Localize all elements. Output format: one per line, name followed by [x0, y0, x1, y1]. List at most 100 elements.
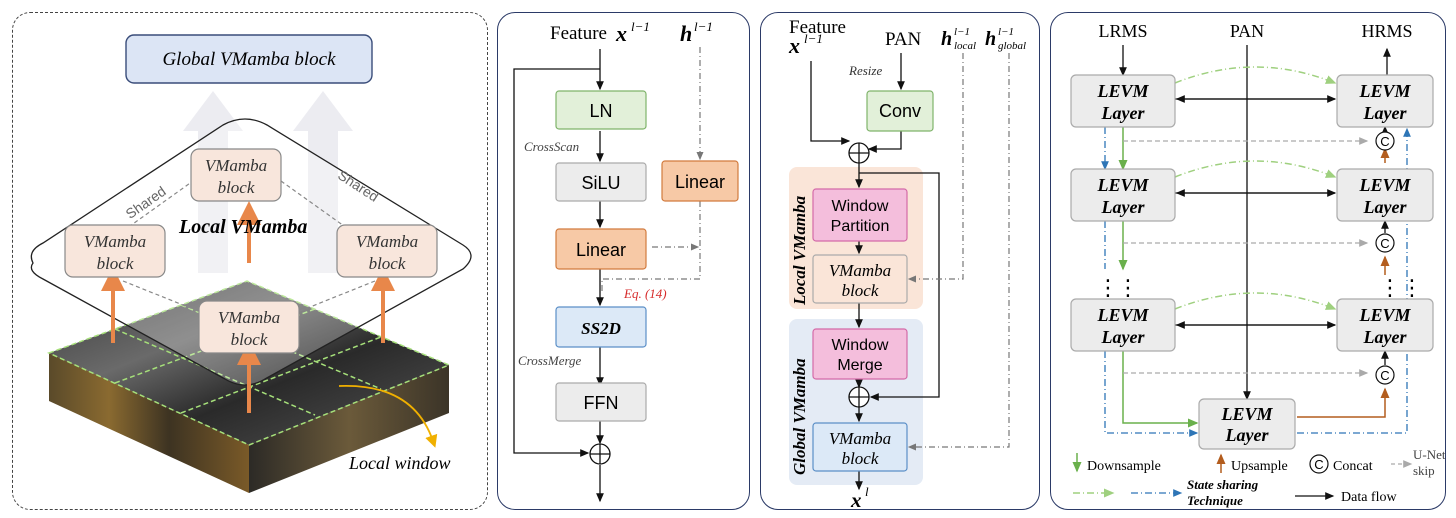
- concat-2: C: [1375, 233, 1395, 253]
- vmamba-right-line2: block: [369, 254, 406, 273]
- h-var: h: [680, 21, 692, 46]
- output-x-sup: l: [865, 484, 869, 499]
- ss2d-label: SS2D: [581, 319, 621, 338]
- levm-dec-1-line1: LEVM: [1358, 81, 1411, 101]
- vmamba-top-line1: VMamba: [205, 156, 267, 175]
- linear-left-box: [555, 228, 647, 270]
- vmamba-top-line2: block: [218, 178, 255, 197]
- local-vmamba-block-detail-panel: Feature x l−1 h l−1 LN CrossScan SiLU: [497, 12, 750, 510]
- legend-unet-2: skip: [1413, 463, 1435, 478]
- local-vmamba-vertical-label: Local VMamba: [790, 195, 809, 306]
- vmamba-left-line1: VMamba: [84, 232, 146, 251]
- ln-box: [555, 90, 647, 130]
- silu-label: SiLU: [581, 173, 620, 193]
- local-vmamba-illustration-panel: Global VMamba block Shared Shared VMamba…: [12, 12, 488, 510]
- local-vmamba-title: Local VMamba: [178, 216, 307, 238]
- dots-2: ⋮: [1117, 275, 1139, 300]
- levm-network-panel: LRMS PAN HRMS: [1050, 12, 1446, 510]
- legend: Downsample Upsample C Concat U-Net skip …: [1072, 447, 1446, 508]
- vmamba-block-right: VMamba block: [336, 224, 438, 278]
- linear-right-label: Linear: [675, 172, 725, 192]
- concat-1: C: [1375, 131, 1395, 151]
- local-vmamba-box: [812, 254, 908, 304]
- ffn-box: [555, 382, 647, 422]
- levm-layer-enc-1: LEVM Layer: [1070, 74, 1176, 128]
- panel-b-svg: Feature x l−1 h l−1 LN CrossScan SiLU: [513, 19, 739, 503]
- levm-bottleneck-line2: Layer: [1225, 425, 1270, 445]
- window-partition-line1: Window: [832, 198, 889, 215]
- h-local-var: h: [941, 28, 952, 50]
- panel-c-svg: Feature x l−1 PAN h l−1 local h l−1 glob…: [788, 17, 1026, 511]
- concat-2-label: C: [1380, 236, 1389, 251]
- levm-dec-2-line2: Layer: [1363, 197, 1408, 217]
- levm-layer-enc-2: LEVM Layer: [1070, 168, 1176, 222]
- window-partition-line2: Partition: [831, 218, 890, 235]
- h-global-sub: global: [998, 40, 1026, 52]
- lrms-label: LRMS: [1098, 21, 1147, 41]
- pan-label: PAN: [1230, 21, 1264, 41]
- concat-3: C: [1375, 365, 1395, 385]
- global-vmamba-box-line1: VMamba: [829, 429, 891, 448]
- levm-dec-3-line2: Layer: [1363, 327, 1408, 347]
- eq14-label: Eq. (14): [623, 286, 667, 301]
- c-feature-label: Feature: [789, 17, 846, 38]
- output-x: x: [850, 488, 862, 511]
- window-partition-box: [812, 188, 908, 242]
- vmamba-center-line1: VMamba: [218, 308, 280, 327]
- linear-right-box: [661, 160, 739, 202]
- h-global-var: h: [985, 28, 996, 50]
- conv-label: Conv: [879, 101, 921, 121]
- feature-label: Feature: [550, 23, 607, 44]
- vmamba-center-line2: block: [231, 330, 268, 349]
- global-vmamba-block: [125, 34, 373, 84]
- linear-left-label: Linear: [576, 240, 626, 260]
- c-pan-label: PAN: [885, 29, 922, 50]
- resize-label: Resize: [848, 63, 882, 78]
- shared-lines: [122, 180, 376, 314]
- orange-up-arrows: [101, 201, 395, 413]
- window-merge-line2: Merge: [837, 357, 882, 374]
- levm-dec-3-line1: LEVM: [1358, 305, 1411, 325]
- local-vmamba-box-line1: VMamba: [829, 261, 891, 280]
- legend-unet-1: U-Net: [1413, 447, 1446, 462]
- concat-3-label: C: [1380, 368, 1389, 383]
- lev-block-panel: Feature x l−1 PAN h l−1 local h l−1 glob…: [760, 12, 1040, 511]
- vmamba-block-top: VMamba block: [190, 148, 282, 202]
- global-vmamba-box: [812, 422, 908, 472]
- local-vmamba-box-line2: block: [842, 281, 879, 300]
- legend-state-1: State sharing: [1187, 477, 1259, 492]
- ln-label: LN: [589, 101, 612, 121]
- levm-bottleneck-line1: LEVM: [1220, 404, 1273, 424]
- feature-x-sup: l−1: [631, 19, 650, 34]
- panel-a-svg: Global VMamba block Shared Shared VMamba…: [30, 34, 472, 493]
- h-var-sup: l−1: [694, 19, 713, 34]
- hrms-label: HRMS: [1361, 21, 1412, 41]
- vmamba-right-line1: VMamba: [356, 232, 418, 251]
- window-merge-line1: Window: [832, 337, 889, 354]
- levm-layer-dec-1: LEVM Layer: [1336, 74, 1434, 128]
- local-window-pointer: [338, 385, 438, 448]
- levm-enc-1-line2: Layer: [1101, 103, 1146, 123]
- legend-state-2: Technique: [1187, 493, 1243, 508]
- satellite-tile-left-side: [49, 353, 249, 493]
- ss2d-box: [555, 306, 647, 348]
- feature-x: x: [615, 21, 627, 46]
- levm-enc-2-line2: Layer: [1101, 197, 1146, 217]
- global-vmamba-block-label: Global VMamba block: [162, 49, 336, 70]
- levm-enc-3-line2: Layer: [1101, 327, 1146, 347]
- c-feature-x-sup: l−1: [804, 31, 823, 46]
- concat-1-label: C: [1380, 134, 1389, 149]
- vmamba-block-center: VMamba block: [198, 300, 300, 354]
- panel-d-svg: LRMS PAN HRMS: [1070, 21, 1446, 508]
- vmamba-block-left: VMamba block: [64, 224, 166, 278]
- levm-enc-2-line1: LEVM: [1096, 175, 1149, 195]
- ffn-label: FFN: [584, 393, 619, 413]
- legend-downsample: Downsample: [1087, 459, 1161, 474]
- global-vmamba-vertical-label: Global VMamba: [790, 358, 809, 475]
- dots-1: ⋮: [1097, 275, 1119, 300]
- levm-layer-dec-3: LEVM Layer: [1336, 298, 1434, 352]
- c-feature-x: x: [788, 33, 800, 58]
- dots-4: ⋮: [1401, 275, 1423, 300]
- conv-box: [866, 90, 934, 132]
- local-window-label: Local window: [348, 453, 451, 473]
